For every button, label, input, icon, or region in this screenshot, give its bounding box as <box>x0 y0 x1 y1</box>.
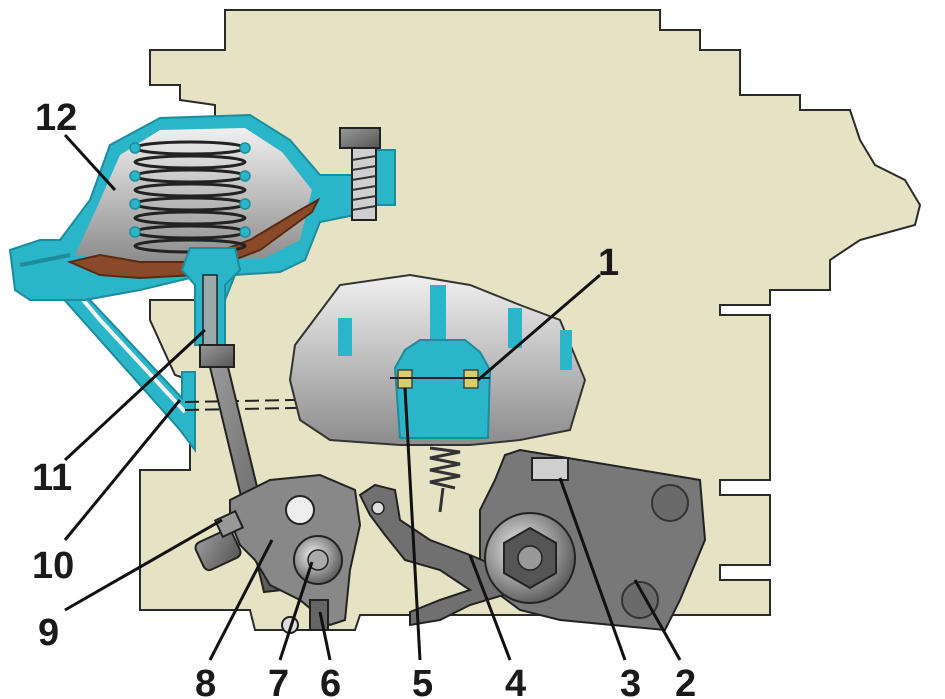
channel-dash-2 <box>184 405 401 411</box>
lever-hole <box>371 501 385 515</box>
rod-nut <box>199 344 235 368</box>
callout-11: 11 <box>32 457 72 499</box>
callout-10: 10 <box>32 545 74 587</box>
throttle-lever <box>358 483 522 627</box>
callout-1: 1 <box>598 242 619 284</box>
callout-9: 9 <box>38 612 59 654</box>
plate-hole-lower <box>621 581 659 619</box>
cam-axle-center <box>307 549 329 571</box>
callout-4: 4 <box>505 663 526 699</box>
stop-block <box>531 457 569 481</box>
valve-body <box>393 339 492 439</box>
plate-hole-upper <box>651 484 689 522</box>
axle-nut-center <box>517 545 543 571</box>
callout-3: 3 <box>620 663 641 699</box>
callout-2: 2 <box>675 663 696 699</box>
threaded-rod <box>202 274 218 351</box>
callout-7: 7 <box>268 663 289 699</box>
leader-lines <box>63 133 682 661</box>
callout-6: 6 <box>320 663 341 699</box>
spring-coil-ends <box>129 142 251 238</box>
housing-flange <box>19 253 71 267</box>
channel-dash-1 <box>184 397 401 403</box>
adjust-screw <box>339 127 381 221</box>
stop-screw <box>194 509 245 572</box>
callout-8: 8 <box>195 663 216 699</box>
callout-5: 5 <box>412 663 433 699</box>
callout-12: 12 <box>35 97 77 139</box>
cam-tab <box>309 599 329 631</box>
cam-lever <box>229 473 362 627</box>
return-spring <box>429 446 461 513</box>
cavity-section-bars <box>338 285 572 370</box>
cam-hole <box>285 495 315 525</box>
